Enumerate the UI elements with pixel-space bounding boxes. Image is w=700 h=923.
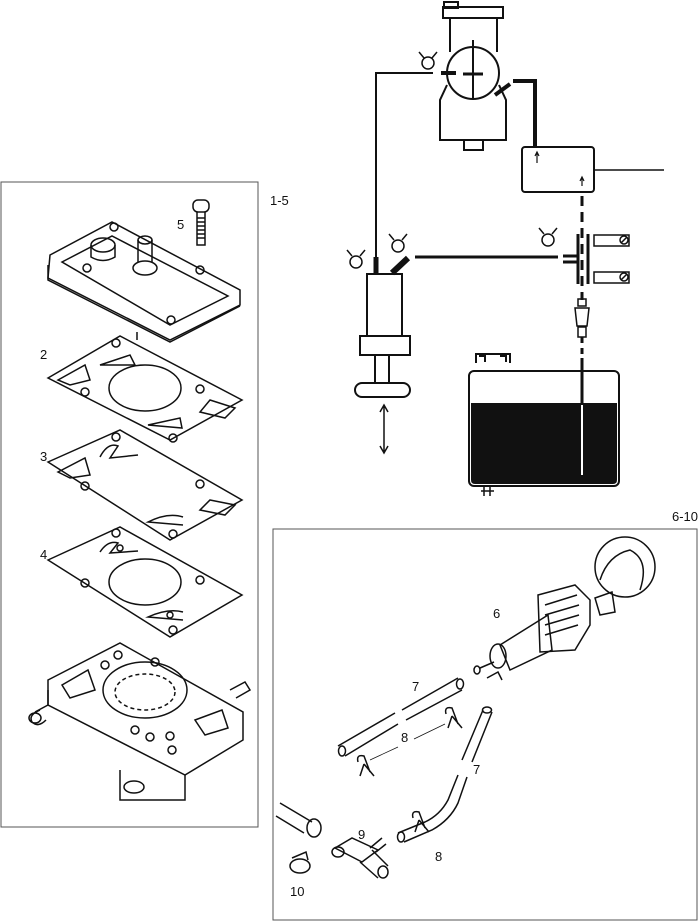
callout-part-7-straight: 7 — [412, 679, 420, 694]
panel-parts-1-5-frame — [0, 181, 259, 828]
callout-part-8-lower: 8 — [435, 849, 443, 864]
primer-pump-part-6 — [473, 536, 656, 681]
clip-part-8 — [356, 706, 463, 833]
callout-part-5: 5 — [177, 217, 185, 232]
primer-pump — [354, 255, 411, 455]
callout-part-4: 4 — [40, 547, 48, 562]
gasket-part-3 — [46, 429, 244, 541]
callout-part-10: 10 — [290, 884, 305, 899]
pump-body-part-1 — [28, 642, 252, 801]
inline-fuel-filter — [574, 298, 590, 338]
callout-part-6: 6 — [493, 606, 501, 621]
hose-part-7-bent — [396, 706, 493, 843]
panel-parts-6-10-frame — [272, 528, 698, 921]
callout-part-8-upper: 8 — [401, 730, 409, 745]
callout-part-3: 3 — [40, 449, 48, 464]
hose-part-7-straight — [337, 677, 465, 757]
cover-plate-part-1 — [47, 221, 241, 343]
group-label-1-5: 1-5 — [270, 193, 289, 208]
tee-fitting-part-9 — [331, 837, 389, 879]
callout-part-2: 2 — [40, 347, 48, 362]
carb-to-reservoir-line — [513, 79, 537, 147]
screw-part-5 — [192, 199, 210, 246]
callout-part-7-bent: 7 — [473, 762, 481, 777]
carburetor — [439, 1, 512, 151]
gasket-part-4 — [46, 526, 244, 638]
clamp-icon — [346, 51, 558, 269]
panel-parts-6-10 — [275, 536, 656, 879]
valve-symbol — [593, 234, 630, 284]
fuel-schematic — [346, 1, 664, 496]
primer-line-to-carb — [375, 72, 433, 262]
hose-clamp-part-10 — [275, 802, 322, 874]
fuel-tank — [468, 353, 620, 496]
group-label-6-10: 6-10 — [672, 509, 699, 524]
gasket-part-2 — [46, 335, 244, 443]
callout-part-9: 9 — [358, 827, 366, 842]
tee-junction — [563, 234, 590, 284]
panel-parts-1-5 — [28, 199, 252, 801]
reservoir-box — [521, 146, 595, 193]
